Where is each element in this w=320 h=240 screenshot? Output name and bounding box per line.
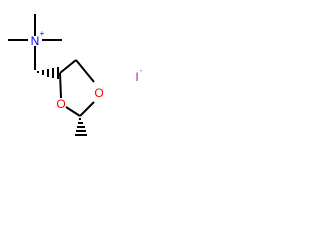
bond-c4-o3 [59,72,62,99]
hashed-wedge-ch2-c4 [37,67,59,79]
nitrogen-label: N [31,34,40,48]
bond-c2-o1 [79,101,95,117]
bond-c5-o1 [75,59,95,83]
molecule-svg: N + O O I - [8,14,143,136]
nitrogen-charge: + [40,29,45,38]
hashed-wedge-c2-methyl [75,118,87,136]
oxygen-right-label: O [94,86,103,100]
oxygen-left-label: O [56,97,65,111]
bond-c4-c5 [59,59,77,74]
bond-o3-c2 [65,106,81,117]
iodide-charge: - [140,66,143,75]
iodide-label: I [135,70,138,84]
